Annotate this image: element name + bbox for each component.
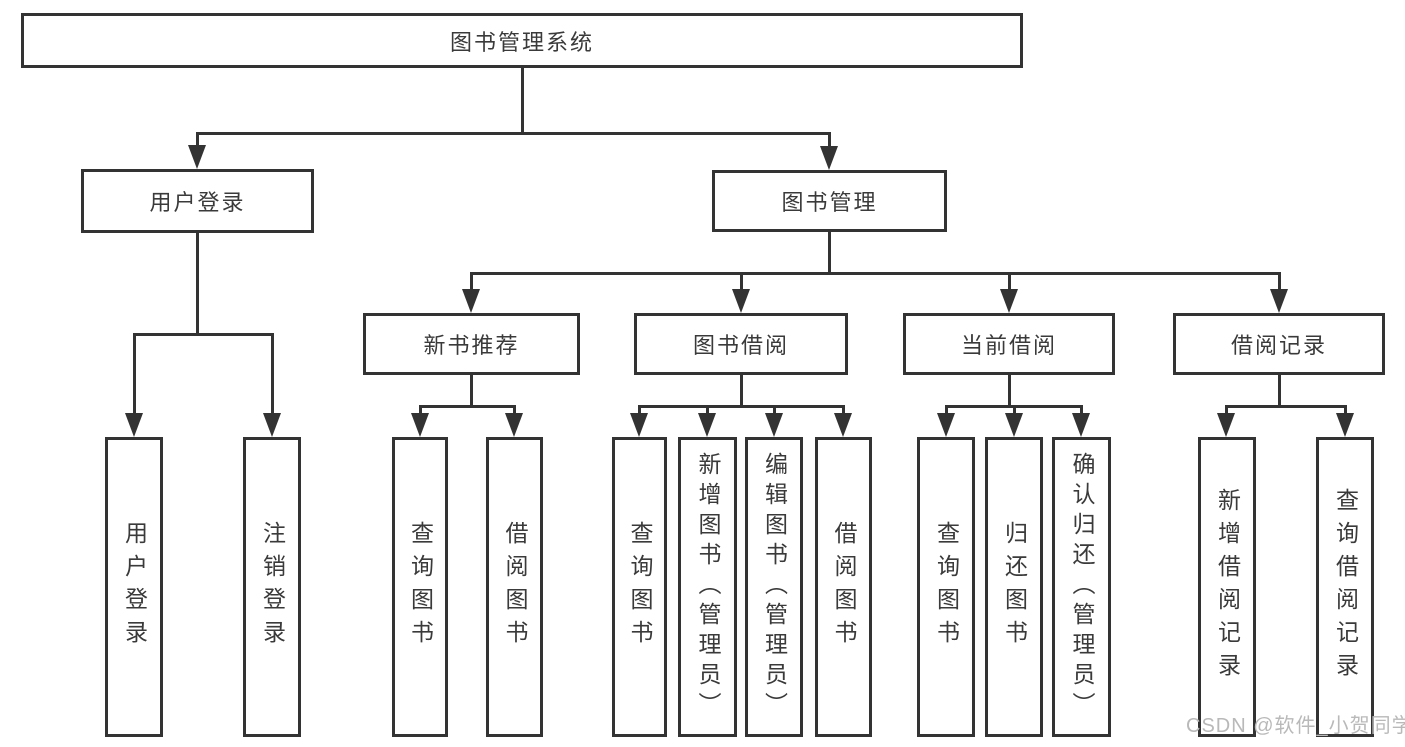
connector-drop-leaf-logout (271, 333, 274, 415)
arrowhead-leaf-confirm-return (1072, 413, 1090, 437)
leaf-label: 用户登录 (121, 521, 148, 653)
leaf-query-books-recommend: 查询图书 (392, 437, 448, 737)
leaf-add-book-admin: 新增图书（管理员） (678, 437, 737, 737)
connector-drop (1080, 405, 1083, 415)
arrowhead-leaf-borrow-1 (505, 413, 523, 437)
leaf-label: 新增借阅记录 (1214, 488, 1241, 686)
arrowhead-leaf-add-book (698, 413, 716, 437)
arrowhead-leaf-query-2 (630, 413, 648, 437)
arrowhead-leaf-edit-book (765, 413, 783, 437)
connector-drop-leaf-login (133, 333, 136, 415)
connector-drop (1013, 405, 1016, 415)
leaf-label: 归还图书 (1001, 521, 1028, 653)
connector-drop (1344, 405, 1347, 415)
node-root-library-system: 图书管理系统 (21, 13, 1023, 68)
leaf-label: 查询图书 (627, 521, 653, 653)
connector-branch-borrow-record (1225, 405, 1347, 408)
leaf-label: 借阅图书 (502, 521, 528, 653)
node-label: 当前借阅 (960, 333, 1057, 358)
leaf-label: 新增图书（管理员） (695, 452, 721, 722)
leaf-query-books-borrowing: 查询图书 (612, 437, 667, 737)
connector-stem-book-mgmt (828, 232, 831, 275)
leaf-borrow-books-borrowing: 借阅图书 (815, 437, 872, 737)
connector-branch-new-book (419, 405, 516, 408)
connector-drop-book-borrow (740, 272, 743, 291)
connector-drop (945, 405, 948, 415)
connector-branch-book-borrow (638, 405, 845, 408)
leaf-user-login: 用户登录 (105, 437, 163, 737)
node-label: 图书借阅 (692, 333, 789, 358)
node-label: 图书管理 (781, 190, 878, 215)
arrowhead-leaf-query-3 (937, 413, 955, 437)
node-borrowing-records: 借阅记录 (1173, 313, 1385, 375)
arrowhead-borrow-record (1270, 289, 1288, 313)
connector-drop-current-borrow (1008, 272, 1011, 291)
leaf-label: 查询图书 (933, 521, 960, 653)
leaf-query-books-current: 查询图书 (917, 437, 975, 737)
connector-drop-user-login (196, 132, 199, 148)
connector-stem-root (521, 68, 524, 134)
connector-stem-new-book (470, 375, 473, 407)
connector-stem-borrow-record (1278, 375, 1281, 407)
node-book-borrowing: 图书借阅 (634, 313, 848, 375)
connector-drop-borrow-record (1278, 272, 1281, 291)
arrowhead-leaf-add-record (1217, 413, 1235, 437)
arrowhead-leaf-login (125, 413, 143, 437)
arrowhead-leaf-logout (263, 413, 281, 437)
node-current-borrowing: 当前借阅 (903, 313, 1115, 375)
leaf-borrow-books-recommend: 借阅图书 (486, 437, 543, 737)
connector-branch-user-login (133, 333, 274, 336)
node-label: 新书推荐 (423, 333, 520, 358)
connector-branch-level3 (470, 272, 1281, 275)
arrowhead-new-book (462, 289, 480, 313)
arrowhead-leaf-borrow-2 (834, 413, 852, 437)
arrowhead-leaf-query-1 (411, 413, 429, 437)
arrowhead-current-borrow (1000, 289, 1018, 313)
connector-drop-new-book (470, 272, 473, 291)
leaf-edit-book-admin: 编辑图书（管理员） (745, 437, 803, 737)
node-label: 图书管理系统 (449, 29, 594, 55)
connector-drop (706, 405, 709, 415)
leaf-label: 查询图书 (407, 521, 434, 653)
leaf-label: 查询借阅记录 (1332, 488, 1359, 686)
node-label: 借阅记录 (1230, 333, 1327, 358)
connector-drop (638, 405, 641, 415)
connector-branch-level2 (196, 132, 831, 135)
node-new-book-recommend: 新书推荐 (363, 313, 580, 375)
connector-stem-book-borrow (740, 375, 743, 407)
node-book-management: 图书管理 (712, 170, 947, 232)
connector-drop (419, 405, 422, 415)
leaf-add-borrow-record: 新增借阅记录 (1198, 437, 1256, 737)
leaf-label: 确认归还（管理员） (1069, 452, 1095, 722)
connector-drop (513, 405, 516, 415)
connector-drop (842, 405, 845, 415)
leaf-logout: 注销登录 (243, 437, 301, 737)
arrowhead-leaf-return (1005, 413, 1023, 437)
arrowhead-user-login (188, 145, 206, 169)
arrowhead-book-borrow (732, 289, 750, 313)
arrowhead-leaf-query-record (1336, 413, 1354, 437)
csdn-watermark: CSDN @软件_小贺同学 (1186, 715, 1405, 737)
leaf-query-borrow-record: 查询借阅记录 (1316, 437, 1374, 737)
leaf-return-book: 归还图书 (985, 437, 1043, 737)
leaf-confirm-return-admin: 确认归还（管理员） (1052, 437, 1111, 737)
connector-drop-book-mgmt (828, 132, 831, 148)
leaf-label: 编辑图书（管理员） (761, 452, 788, 722)
connector-drop (773, 405, 776, 415)
node-user-login: 用户登录 (81, 169, 314, 233)
arrowhead-book-mgmt (820, 146, 838, 170)
connector-stem-user-login (196, 233, 199, 335)
leaf-label: 注销登录 (259, 521, 286, 653)
leaf-label: 借阅图书 (831, 521, 857, 653)
node-label: 用户登录 (149, 190, 246, 215)
connector-stem-current-borrow (1008, 375, 1011, 407)
connector-drop (1225, 405, 1228, 415)
